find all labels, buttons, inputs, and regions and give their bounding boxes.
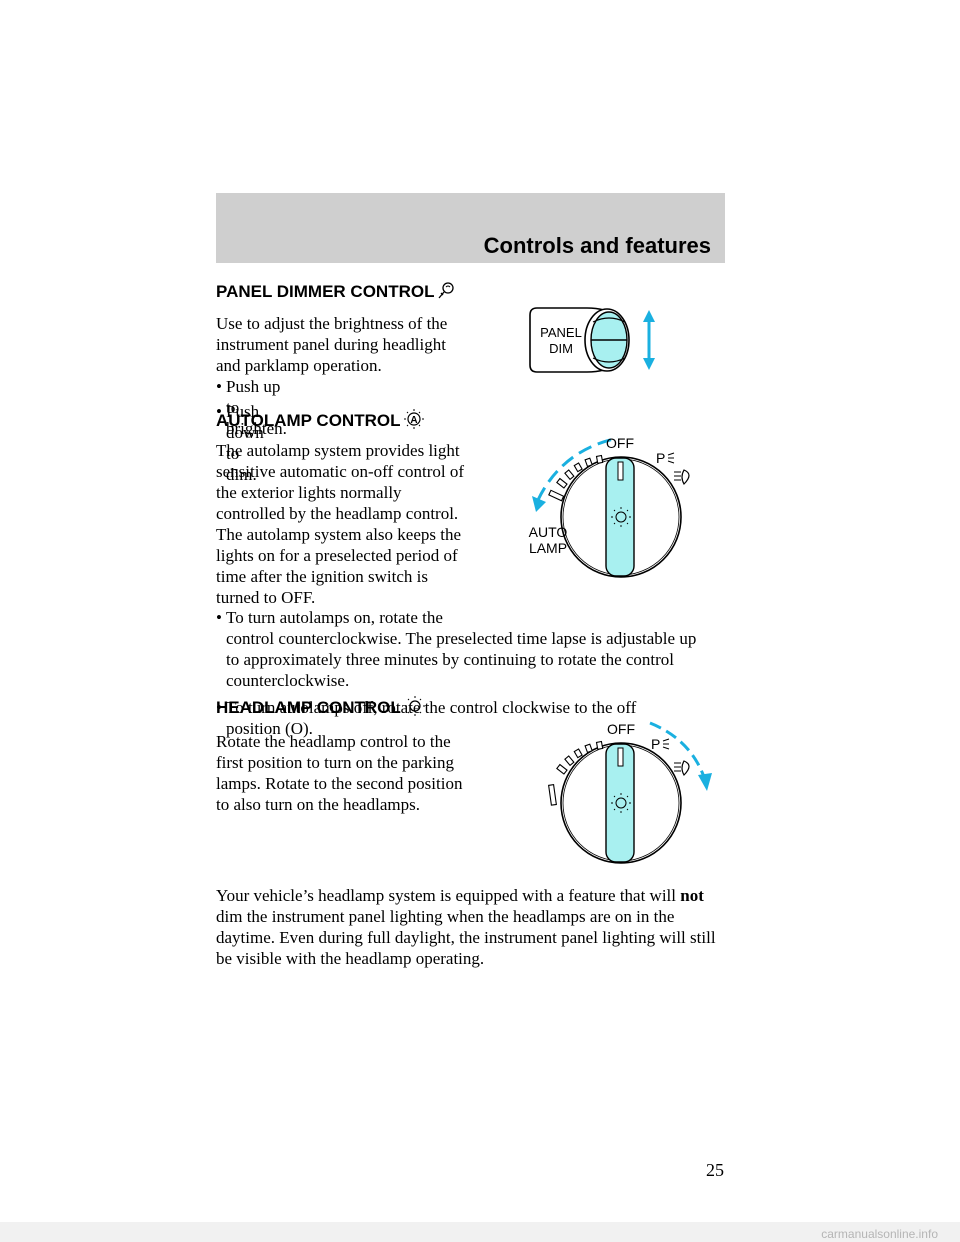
section-title: Controls and features: [483, 233, 711, 258]
arrow-down-icon: [643, 358, 655, 370]
text-line: To turn autolamps off, rotate the contro…: [226, 698, 637, 717]
text-line: Your vehicle’s headlamp system is equipp…: [216, 886, 704, 905]
autolamp-heading: AUTOLAMP CONTROL A: [216, 408, 426, 435]
autolamp-dial-figure: OFF P AUTO LAMP: [490, 428, 710, 588]
arrow-counterclockwise-icon: [532, 496, 546, 512]
headlamp-heading: HEADLAMP CONTROL: [216, 695, 427, 722]
headlamp-para: Rotate the headlamp control to the first…: [216, 731, 462, 815]
text-line: The autolamp system also keeps the: [216, 525, 462, 544]
detent-marks: [548, 740, 604, 806]
text-line: to approximately three minutes by contin…: [226, 650, 675, 669]
text-line: first position to turn on the parking: [216, 753, 454, 772]
panel-dimmer-heading-text: PANEL DIMMER CONTROL: [216, 282, 435, 301]
text-line: control counterclockwise. The preselecte…: [226, 629, 697, 648]
autolamp-para-1: The autolamp system provides light sensi…: [216, 440, 464, 524]
lamp-label: LAMP: [529, 540, 567, 556]
text-line: to also turn on the headlamps.: [216, 795, 420, 814]
park-label: P: [651, 736, 660, 752]
text-line: controlled by the headlamp control.: [216, 504, 459, 523]
emphasis-not: not: [680, 886, 704, 905]
bullet-text: Push up to brighten.: [226, 377, 287, 438]
headlamp-heading-text: HEADLAMP CONTROL: [216, 698, 401, 717]
headlamp-icon: [403, 695, 427, 722]
arrow-clockwise-icon: [698, 773, 712, 791]
text-line: lamps. Rotate to the second position: [216, 774, 463, 793]
autolamp-para-2: The autolamp system also keeps the light…: [216, 524, 461, 608]
text-line: The autolamp system provides light: [216, 441, 460, 460]
panel-dimmer-icon: [436, 281, 458, 306]
arrow-up-icon: [643, 310, 655, 322]
text-line: lights on for a preselected period of: [216, 546, 458, 565]
text-line: dim the instrument panel lighting when t…: [216, 907, 675, 926]
park-label: P: [656, 450, 665, 466]
watermark-bar: [0, 1222, 960, 1242]
watermark-text: carmanualsonline.info: [821, 1227, 938, 1241]
auto-label: AUTO: [529, 524, 568, 540]
panel-dimmer-figure: PANEL DIM: [525, 300, 675, 380]
text-line: counterclockwise.: [226, 671, 350, 690]
text-line: position (O).: [226, 719, 313, 738]
headlamp-symbol-icon: [674, 760, 690, 776]
bullet-text: Push down to dim.: [226, 402, 264, 484]
text-line: time after the ignition switch is: [216, 567, 428, 586]
svg-text:A: A: [411, 415, 418, 426]
panel-label: PANEL: [540, 325, 582, 340]
text-line: Use to adjust the brightness of the: [216, 314, 448, 333]
text-line: turned to OFF.: [216, 588, 316, 607]
section-header-bar: Controls and features: [216, 193, 725, 263]
panel-dimmer-heading: PANEL DIMMER CONTROL: [216, 281, 458, 306]
detent-marks: [548, 454, 604, 502]
light-icon: [611, 507, 631, 527]
text-line: Rotate the headlamp control to the: [216, 732, 451, 751]
off-label: OFF: [606, 435, 634, 451]
off-label: OFF: [607, 721, 635, 737]
dim-label: DIM: [549, 341, 573, 356]
text-line: sensitive automatic on-off control of: [216, 462, 465, 481]
headlamp-closing-para: Your vehicle’s headlamp system is equipp…: [216, 885, 736, 969]
text-line: and parklamp operation.: [216, 356, 382, 375]
autolamp-icon: A: [402, 408, 426, 435]
text-line: instrument panel during headlight: [216, 335, 446, 354]
text-line: the exterior lights normally: [216, 483, 402, 502]
light-icon: [611, 793, 631, 813]
text-line: be visible with the headlamp operating.: [216, 949, 485, 968]
text-line: daytime. Even during full daylight, the …: [216, 928, 716, 947]
text-line: To turn autolamps on, rotate the: [226, 608, 443, 627]
headlamp-symbol-icon: [674, 469, 690, 485]
headlamp-dial-figure: OFF P: [540, 715, 720, 865]
autolamp-heading-text: AUTOLAMP CONTROL: [216, 411, 401, 430]
page-number: 25: [706, 1160, 724, 1180]
panel-dimmer-intro: Use to adjust the brightness of the inst…: [216, 313, 447, 376]
